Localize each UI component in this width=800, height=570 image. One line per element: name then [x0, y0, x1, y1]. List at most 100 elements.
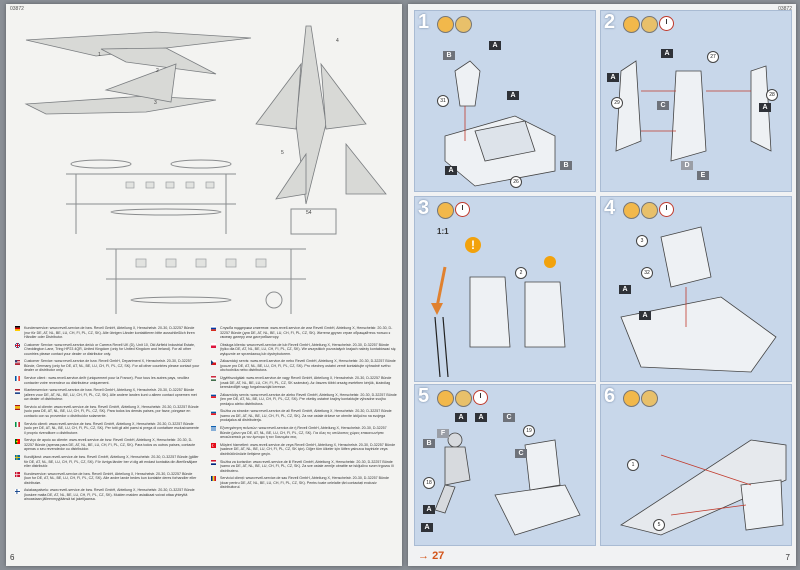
- part-numbers: 1 2 3 4 5 54: [98, 38, 339, 216]
- service-entry: Kundeservice: www.revell-service.de bzw.…: [14, 472, 200, 486]
- service-entry: Zákaznický servis: www.revell-service.de…: [210, 359, 398, 373]
- flag-icon: [15, 488, 20, 494]
- service-entry: Služba za stranke: www.revell-service.de…: [210, 409, 398, 423]
- left-page: 03872 1 2 3 4 5 54: [6, 4, 402, 566]
- customer-service-column-2: Служба поддержки клиентов: www.revell-se…: [210, 326, 398, 493]
- step-4-drawing: [620, 226, 777, 373]
- label-a: A: [759, 103, 771, 112]
- label-a: A: [421, 523, 433, 532]
- glue-icon: [623, 390, 640, 407]
- svg-text:1: 1: [98, 52, 101, 58]
- service-entry: Servicio al cliente: www.revell-service.…: [14, 405, 200, 419]
- flag-icon: [15, 471, 20, 477]
- label-a: A: [489, 41, 501, 50]
- step-number: 2: [604, 11, 616, 33]
- label-a: A: [423, 505, 435, 514]
- part-callout: 29: [611, 97, 623, 109]
- paint-brush-icon: [641, 390, 658, 407]
- service-entry: Služba za korisnike: www.revell-service.…: [210, 460, 398, 474]
- flag-icon: [211, 476, 216, 482]
- flag-icon: [211, 459, 216, 465]
- step-number: 4: [604, 197, 616, 219]
- svg-text:4: 4: [336, 38, 339, 44]
- part-callout: 18: [423, 477, 435, 489]
- flag-icon: [211, 393, 216, 399]
- paint-brush-icon: [455, 16, 472, 33]
- part-callout: 2: [515, 267, 527, 279]
- glue-icon: [437, 202, 454, 219]
- clock-icon: [659, 202, 674, 217]
- step-number: 3: [418, 197, 430, 219]
- parts-sprue-diagram: 1 2 3 4 5 54: [24, 25, 387, 314]
- svg-text:2: 2: [156, 68, 159, 74]
- service-entry: Müşteri hizmetleri: www.revell-service.d…: [210, 443, 398, 457]
- page-id: 03872: [778, 6, 792, 12]
- label-b: B: [423, 439, 435, 448]
- flag-icon: [15, 405, 20, 411]
- flag-icon: [15, 421, 20, 427]
- flag-icon: [211, 359, 216, 365]
- part-callout: 1: [627, 459, 639, 471]
- step-number: 1: [418, 11, 430, 33]
- right-page: 03872 1 B A A A B 31 26 2: [408, 4, 796, 566]
- small-parts: [125, 181, 267, 268]
- label-a: A: [607, 73, 619, 82]
- flag-icon: [211, 326, 216, 332]
- service-entry: Service client : www.revell-service.de/f…: [14, 376, 200, 385]
- label-c: C: [503, 413, 515, 422]
- part-callout: 3: [636, 235, 648, 247]
- paint-brush-icon: [641, 16, 658, 33]
- label-a: A: [445, 166, 457, 175]
- scale-label: 1:1: [437, 227, 449, 236]
- label-c: C: [657, 101, 669, 110]
- label-a: A: [639, 311, 651, 320]
- service-entry: Kundtjänst: www.revell-service.de bzw. R…: [14, 455, 200, 469]
- label-b: B: [443, 51, 455, 60]
- service-entry: Customer Service: www.revell-service.de/…: [14, 343, 200, 357]
- flag-icon: [211, 443, 216, 449]
- part-callout: 5: [653, 519, 665, 531]
- service-entry: Servizio clienti: www.revell-service.de …: [14, 422, 200, 436]
- svg-text:5: 5: [281, 150, 284, 156]
- aircraft-top-view: [24, 31, 252, 115]
- service-entry: Kundenservice: www.revell-service.de bzw…: [14, 326, 200, 340]
- step-3-drawing: [431, 256, 566, 378]
- sprue-frame: [66, 159, 337, 314]
- part-callout: 28: [766, 89, 778, 101]
- flag-icon: [15, 438, 20, 444]
- svg-text:3: 3: [154, 100, 157, 106]
- service-entry: Εξυπηρέτηση πελατών: www.revell-service.…: [210, 426, 398, 440]
- service-entry: Ügyfélszolgálat: www.revell-service.de v…: [210, 376, 398, 390]
- glue-icon: [623, 202, 640, 219]
- label-a: A: [619, 285, 631, 294]
- svg-text:54: 54: [306, 210, 312, 216]
- paint-brush-icon: [455, 390, 472, 407]
- part-callout: 31: [437, 95, 449, 107]
- service-entry: Служба поддержки клиентов: www.revell-se…: [210, 326, 398, 340]
- service-entry: Klantenservice: www.revell-service.de bz…: [14, 388, 200, 402]
- flag-icon: [15, 326, 20, 332]
- label-a: A: [507, 91, 519, 100]
- glue-icon: [437, 16, 454, 33]
- goto-step-number: 27: [432, 550, 445, 562]
- label-d: D: [681, 161, 693, 170]
- aircraft-bottom-view: [255, 25, 387, 205]
- label-c: C: [515, 449, 527, 458]
- flag-icon: [211, 409, 216, 415]
- page-number: 7: [785, 553, 790, 562]
- label-a: A: [661, 49, 673, 58]
- clock-icon: [659, 16, 674, 31]
- flag-icon: [211, 426, 216, 432]
- clock-icon: [473, 390, 488, 405]
- flag-icon: [15, 455, 20, 461]
- glue-icon: [437, 390, 454, 407]
- step-3-panel: 3 1:1 ! 2: [414, 196, 596, 382]
- step-1-drawing: [444, 60, 556, 187]
- service-entry: Zákaznícky servis: www.revell-service.de…: [210, 393, 398, 407]
- step-2-panel: 2 A A C A D E 27 29 28: [600, 10, 792, 192]
- go-to-step-indicator: → 27: [418, 550, 444, 562]
- step-6-panel: 6 1 5: [600, 384, 792, 546]
- label-a: A: [455, 413, 467, 422]
- flag-icon: [211, 342, 216, 348]
- part-callout: 19: [523, 425, 535, 437]
